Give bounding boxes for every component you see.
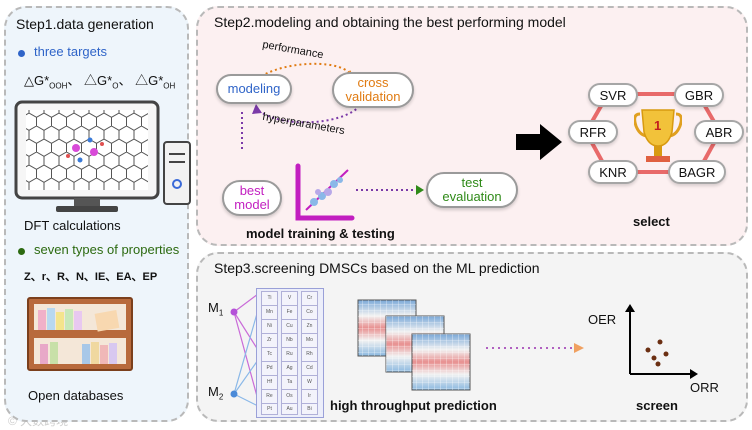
pt-cell: Cu (281, 319, 298, 334)
model-knr: KNR (588, 160, 638, 184)
dft-label: DFT calculations (24, 218, 121, 233)
properties-list: Z、r、R、N、IE、EA、EP (24, 271, 158, 283)
m1-label: M1 (208, 300, 224, 318)
pt-cell: Co (301, 305, 318, 320)
pt-cell: Ta (281, 375, 298, 390)
pt-cell: Ti (261, 291, 278, 306)
pt-cell: Ni (261, 319, 278, 334)
select-arrow (516, 124, 562, 160)
properties-label: seven types of properties (34, 242, 180, 257)
pt-cell: Ag (281, 361, 298, 376)
htp-label: high throughput prediction (330, 398, 497, 413)
bookshelf-illustration (27, 297, 133, 371)
screen-label: screen (636, 398, 678, 413)
periodic-table: Ti V Cr Mn Fe Co Ni Cu Zn Zr Nb Mo Tc Ru… (256, 288, 324, 418)
pt-cell: Rh (301, 347, 318, 362)
test-evaluation-node: test evaluation (426, 172, 518, 208)
pt-cell: Nb (281, 333, 298, 348)
targets-bullet (18, 50, 25, 57)
pt-cell: Bi (301, 403, 318, 415)
target-oh: △G*OH (135, 73, 176, 91)
m2-label: M2 (208, 384, 224, 402)
pt-cell: Mn (261, 305, 278, 320)
pt-cell: Zr (261, 333, 278, 348)
metal-connectors (230, 293, 259, 407)
pt-cell: Zn (301, 319, 318, 334)
model-svr: SVR (588, 83, 638, 107)
pt-cell: Hf (261, 375, 278, 390)
training-plot-icon (295, 163, 355, 221)
model-abr: ABR (694, 120, 744, 144)
to-test-arrow (356, 185, 424, 195)
pt-cell: Pd (261, 361, 278, 376)
pt-cell: Au (281, 403, 298, 415)
pt-cell: Ru (281, 347, 298, 362)
select-label: select (633, 214, 670, 229)
target-o: △G*O (84, 73, 119, 91)
trophy-number: 1 (654, 118, 662, 133)
step3-title: Step3.screening DMSCs based on the ML pr… (214, 260, 540, 276)
pt-cell: Cr (301, 291, 318, 306)
to-screen-arrow (486, 343, 584, 353)
model-bagr: BAGR (668, 160, 726, 184)
step1-title: Step1.data generation (16, 16, 154, 32)
pt-cell: Os (281, 389, 298, 404)
pt-cell: Fe (281, 305, 298, 320)
training-testing-label: model training & testing (246, 226, 395, 241)
screen-scatter-plot (625, 304, 698, 379)
best-model-node: best model (222, 180, 282, 216)
targets-formula: △G*OOH、 △G*O、 △G*OH (24, 73, 176, 91)
modeling-node: modeling (216, 74, 292, 104)
pt-cell: Re (261, 389, 278, 404)
pt-cell: Tc (261, 347, 278, 362)
properties-bullet (18, 248, 25, 255)
step2-title: Step2.modeling and obtaining the best pe… (214, 14, 566, 30)
databases-label: Open databases (28, 388, 124, 403)
model-rfr: RFR (568, 120, 618, 144)
targets-label: three targets (34, 44, 107, 59)
pt-cell: Mo (301, 333, 318, 348)
trophy-icon (634, 109, 682, 162)
pt-cell: V (281, 291, 298, 306)
prediction-matrices (357, 299, 471, 391)
pt-cell: W (301, 375, 318, 390)
model-gbr: GBR (674, 83, 724, 107)
oer-label: OER (588, 312, 617, 327)
cross-validation-node: cross validation (332, 72, 414, 108)
target-ooh: △G*OOH (24, 73, 68, 91)
pt-cell: Cd (301, 361, 318, 376)
orr-label: ORR (690, 380, 719, 395)
dft-computer-illustration (14, 100, 191, 212)
pt-cell: Pt (261, 403, 278, 415)
pt-cell: Ir (301, 389, 318, 404)
